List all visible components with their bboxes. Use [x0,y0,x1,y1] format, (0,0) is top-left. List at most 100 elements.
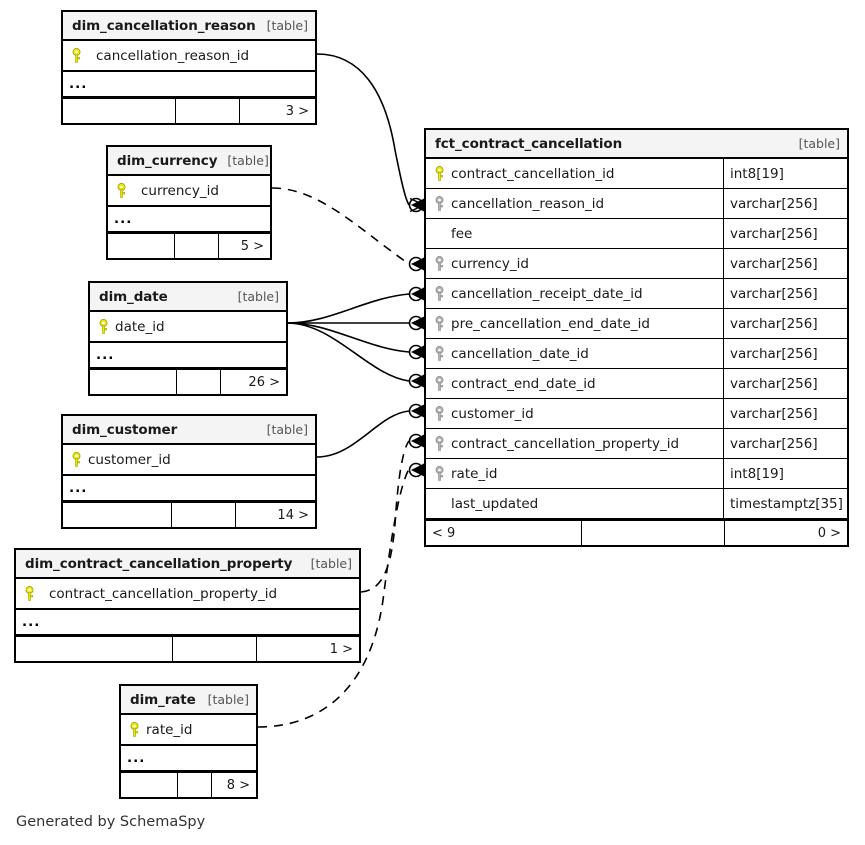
column-type: varchar[256] [723,249,847,278]
footer-right[interactable]: 1 > [256,637,359,661]
table-dim-rate[interactable]: dim_rate [table] rate_id ... 8 > [119,684,258,799]
edge-cancellation-reason [316,53,410,206]
table-tag: [table] [207,692,249,707]
primary-key-icon [130,721,139,737]
edge-endpoints [408,197,425,478]
foreign-key-icon [435,375,444,391]
table-tag: [table] [227,153,269,168]
footer-right[interactable]: 8 > [211,773,256,797]
edge-date-contract-end [287,322,410,382]
column-row-pre-cancellation-end-date-id[interactable]: pre_cancellation_end_date_id varchar[256… [426,309,847,339]
table-name: fct_contract_cancellation [435,135,623,152]
column-type: varchar[256] [723,339,847,368]
table-header: dim_customer [table] [63,416,315,445]
table-header: dim_rate [table] [121,686,256,715]
column-row[interactable]: customer_id [63,445,315,475]
column-row-cancellation-reason-id[interactable]: cancellation_reason_id varchar[256] [426,189,847,219]
column-name: customer_id [88,451,171,468]
column-name: cancellation_receipt_date_id [451,285,643,302]
more-columns-indicator: ... [63,475,315,501]
table-dim-customer[interactable]: dim_customer [table] customer_id ... 14 … [61,414,317,529]
primary-key-icon [72,47,81,63]
column-name: contract_end_date_id [451,375,596,392]
footer-middle [175,99,239,123]
column-name: pre_cancellation_end_date_id [451,315,650,332]
column-name: contract_cancellation_property_id [49,585,278,602]
column-row-cancellation-receipt-date-id[interactable]: cancellation_receipt_date_id varchar[256… [426,279,847,309]
table-fct-contract-cancellation[interactable]: fct_contract_cancellation [table] contra… [424,128,849,547]
table-footer: < 9 0 > [426,519,847,545]
table-name: dim_rate [130,691,196,708]
column-row-last-updated[interactable]: last_updated timestamptz[35] [426,489,847,519]
footer-right[interactable]: 0 > [724,521,847,545]
column-type: timestamptz[35] [723,489,847,518]
footer-credit: Generated by SchemaSpy [16,814,206,830]
column-row-customer-id[interactable]: customer_id varchar[256] [426,399,847,429]
footer-middle [171,503,235,527]
foreign-key-icon [435,405,444,421]
column-row-rate-id[interactable]: rate_id int8[19] [426,459,847,489]
footer-right[interactable]: 26 > [220,370,286,394]
footer-middle [581,521,724,545]
table-header: dim_currency [table] [108,147,270,176]
column-name: cancellation_reason_id [451,195,605,212]
column-type: varchar[256] [723,309,847,338]
table-tag: [table] [798,136,840,151]
footer-right[interactable]: 5 > [218,234,270,258]
column-name: currency_id [141,182,219,199]
column-type: int8[19] [723,159,847,188]
column-row[interactable]: date_id [90,312,286,342]
column-row-fee[interactable]: fee varchar[256] [426,219,847,249]
footer-right[interactable]: 14 > [235,503,315,527]
column-name: cancellation_reason_id [96,47,250,64]
column-row[interactable]: contract_cancellation_property_id [16,579,359,609]
table-dim-date[interactable]: dim_date [table] date_id ... 26 > [88,281,288,396]
table-footer: 14 > [63,501,315,527]
table-header: dim_date [table] [90,283,286,312]
more-columns-indicator: ... [63,71,315,97]
table-header: dim_contract_cancellation_property [tabl… [16,550,359,579]
edge-date-receipt [287,293,410,324]
column-row-currency-id[interactable]: currency_id varchar[256] [426,249,847,279]
column-row-contract-end-date-id[interactable]: contract_end_date_id varchar[256] [426,369,847,399]
table-dim-currency[interactable]: dim_currency [table] currency_id ... 5 > [106,145,272,260]
primary-key-icon [72,451,81,467]
footer-left [16,637,172,661]
more-columns-indicator: ... [16,609,359,635]
column-type: varchar[256] [723,369,847,398]
edge-currency [271,187,410,265]
footer-right[interactable]: 3 > [239,99,315,123]
footer-left[interactable]: < 9 [432,525,456,541]
primary-key-icon [25,585,34,601]
table-footer: 1 > [16,635,359,661]
column-row[interactable]: rate_id [121,715,256,745]
column-type: varchar[256] [723,279,847,308]
column-row[interactable]: cancellation_reason_id [63,41,315,71]
column-name: customer_id [451,405,534,422]
column-type: varchar[256] [723,429,847,458]
table-dim-cancellation-reason[interactable]: dim_cancellation_reason [table] cancella… [61,10,317,125]
table-name: dim_cancellation_reason [72,17,256,34]
column-row-contract-cancellation-property-id[interactable]: contract_cancellation_property_id varcha… [426,429,847,459]
column-row-cancellation-date-id[interactable]: cancellation_date_id varchar[256] [426,339,847,369]
table-footer: 3 > [63,97,315,123]
footer-left [108,234,174,258]
column-name: last_updated [451,495,539,512]
foreign-key-icon [435,255,444,271]
column-name: rate_id [451,465,498,482]
column-row[interactable]: currency_id [108,176,270,206]
foreign-key-icon [435,285,444,301]
footer-left [121,773,177,797]
edge-date-cancellation [287,322,410,353]
footer-middle [174,234,218,258]
column-name: contract_cancellation_id [451,165,615,182]
edge-contract-cancellation-property [360,440,410,593]
table-tag: [table] [310,556,352,571]
table-dim-contract-cancellation-property[interactable]: dim_contract_cancellation_property [tabl… [14,548,361,663]
table-name: dim_date [99,288,168,305]
foreign-key-icon [435,345,444,361]
more-columns-indicator: ... [108,206,270,232]
table-tag: [table] [266,18,308,33]
column-row-contract-cancellation-id[interactable]: contract_cancellation_id int8[19] [426,159,847,189]
